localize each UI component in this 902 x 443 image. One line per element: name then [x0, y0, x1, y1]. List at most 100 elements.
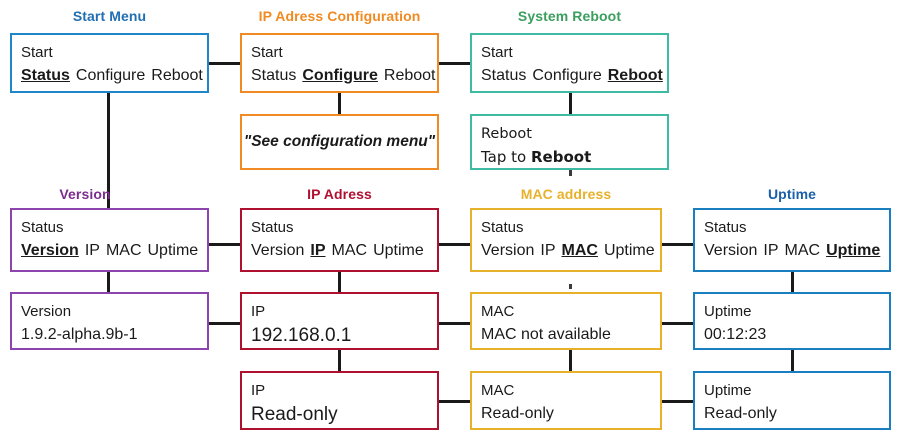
status-item-ip[interactable]: IP	[84, 242, 100, 259]
screen-ip-menu-items[interactable]: Version IP MAC Uptime	[251, 239, 437, 263]
screen-mac-menu-items[interactable]: Version IP MAC Uptime	[481, 239, 660, 263]
screen-ip-config-menu[interactable]: Start Status Configure Reboot	[240, 33, 439, 93]
screen-version-value: Version 1.9.2-alpha.9b-1	[10, 292, 209, 350]
screen-uptime-readonly-header: Uptime	[704, 382, 752, 399]
screen-start-menu[interactable]: Start Status Configure Reboot	[10, 33, 209, 93]
connector-ip-to-mac	[438, 243, 472, 246]
screen-reboot-action[interactable]: Reboot Tap to Reboot	[470, 114, 669, 170]
status-item-ip[interactable]: IP	[763, 242, 779, 259]
status-item-uptime[interactable]: Uptime	[603, 242, 655, 259]
connector-ipconfig-to-reboot	[438, 62, 472, 65]
screen-version-menu-header: Status	[21, 219, 64, 236]
status-item-mac[interactable]: MAC	[331, 242, 368, 259]
status-item-ip-selected[interactable]: IP	[310, 242, 326, 259]
screen-version-menu-items[interactable]: Version IP MAC Uptime	[21, 239, 207, 263]
screen-ip-menu-header: Status	[251, 219, 294, 236]
screen-ip-config-detail: "See configuration menu"	[240, 114, 439, 170]
connector-ipreadonly-to-macreadonly	[438, 400, 472, 403]
screen-ip-config-menu-header: Start	[251, 44, 283, 61]
status-item-uptime[interactable]: Uptime	[373, 242, 424, 259]
status-item-version[interactable]: Version	[481, 242, 535, 259]
connector-version-to-ip	[208, 243, 242, 246]
screen-mac-value-header: MAC	[481, 303, 515, 320]
screen-ip-config-menu-items[interactable]: Status Configure Reboot	[251, 64, 437, 88]
screen-version-value-header: Version	[21, 303, 72, 320]
screen-mac-menu[interactable]: Status Version IP MAC Uptime	[470, 208, 662, 272]
status-item-mac[interactable]: MAC	[105, 242, 142, 259]
connector-version-menu-to-value	[107, 272, 110, 292]
connector-ip-menu-to-value	[338, 272, 341, 292]
screen-start-menu-items[interactable]: Status Configure Reboot	[21, 64, 207, 88]
connector-ipconfig-to-detail	[338, 92, 341, 114]
connector-start-to-version	[107, 92, 110, 210]
screen-uptime-readonly: Uptime Read-only	[693, 371, 891, 430]
connector-reboot-to-action	[569, 92, 572, 114]
screen-ip-value: IP 192.168.0.1	[240, 292, 439, 350]
screen-reboot-action-header: Reboot	[481, 126, 532, 142]
menu-item-configure[interactable]: Configure	[75, 67, 146, 84]
status-item-ip[interactable]: IP	[540, 242, 556, 259]
screen-mac-value: MAC not available	[481, 326, 611, 343]
screen-uptime-value: 00:12:23	[704, 326, 767, 343]
status-item-version[interactable]: Version	[251, 242, 305, 259]
connector-versionvalue-to-ipvalue	[208, 322, 242, 325]
screen-uptime-menu-items[interactable]: Version IP MAC Uptime	[704, 239, 889, 263]
screen-version-value: 1.9.2-alpha.9b-1	[21, 326, 138, 343]
menu-item-configure-selected[interactable]: Configure	[302, 67, 378, 84]
screen-ip-value: 192.168.0.1	[251, 325, 352, 346]
screen-ip-readonly-header: IP	[251, 382, 266, 399]
connector-mac-to-uptime	[661, 243, 693, 246]
status-item-version-selected[interactable]: Version	[21, 242, 79, 259]
status-item-version[interactable]: Version	[704, 242, 758, 259]
screen-mac-readonly: MAC Read-only	[470, 371, 662, 430]
screen-reboot-menu-items[interactable]: Status Configure Reboot	[481, 64, 667, 88]
connector-macvalue-to-readonly	[569, 350, 572, 371]
connector-start-to-ipconfig	[208, 62, 242, 65]
screen-uptime-menu-header: Status	[704, 219, 747, 236]
screen-start-menu-header: Start	[21, 44, 53, 61]
screen-version-menu[interactable]: Status Version IP MAC Uptime	[10, 208, 209, 272]
screen-reboot-action-prompt[interactable]: Tap to Reboot	[481, 145, 667, 169]
reboot-action-word[interactable]: Reboot	[531, 148, 592, 166]
menu-item-status[interactable]: Status	[481, 67, 527, 84]
screen-mac-value: MAC MAC not available	[470, 292, 662, 350]
screen-reboot-menu-header: Start	[481, 44, 513, 61]
connector-ipvalue-to-macvalue	[438, 322, 472, 325]
group-title-ip-address: IP Adress	[307, 186, 372, 202]
group-title-uptime: Uptime	[767, 186, 817, 202]
group-title-system-reboot: System Reboot	[517, 8, 622, 24]
screen-mac-menu-header: Status	[481, 219, 524, 236]
connector-uptimevalue-to-readonly	[791, 350, 794, 371]
screen-uptime-value-header: Uptime	[704, 303, 752, 320]
screen-reboot-menu[interactable]: Start Status Configure Reboot	[470, 33, 669, 93]
connector-macvalue-to-uptimevalue	[661, 322, 693, 325]
connector-ipvalue-to-readonly	[338, 350, 341, 371]
menu-item-configure[interactable]: Configure	[532, 67, 602, 84]
screen-mac-readonly-value: Read-only	[481, 405, 554, 422]
status-item-uptime-selected[interactable]: Uptime	[826, 242, 881, 259]
connector-reboot-action-tail	[569, 170, 572, 176]
screen-ip-menu[interactable]: Status Version IP MAC Uptime	[240, 208, 439, 272]
config-menu-note: "See configuration menu"	[243, 133, 436, 150]
screen-ip-readonly-value: Read-only	[251, 404, 338, 425]
menu-item-reboot-selected[interactable]: Reboot	[607, 67, 663, 84]
connector-uptime-menu-to-value	[791, 272, 794, 292]
group-title-start-menu: Start Menu	[72, 8, 147, 24]
screen-mac-readonly-header: MAC	[481, 382, 515, 399]
group-title-mac-address: MAC address	[520, 186, 612, 202]
screen-uptime-value: Uptime 00:12:23	[693, 292, 891, 350]
menu-item-status[interactable]: Status	[251, 67, 297, 84]
status-item-mac[interactable]: MAC	[784, 242, 821, 259]
group-title-version: Version	[59, 186, 111, 202]
status-item-uptime[interactable]: Uptime	[147, 242, 199, 259]
connector-mac-menu-to-value	[569, 284, 572, 289]
menu-item-reboot[interactable]: Reboot	[151, 67, 203, 84]
screen-uptime-menu[interactable]: Status Version IP MAC Uptime	[693, 208, 891, 272]
menu-item-status-selected[interactable]: Status	[21, 67, 70, 84]
menu-item-reboot[interactable]: Reboot	[383, 67, 436, 84]
screen-ip-value-header: IP	[251, 303, 266, 320]
screen-uptime-readonly-value: Read-only	[704, 405, 777, 422]
reboot-prompt-prefix: Tap to	[481, 148, 531, 166]
status-item-mac-selected[interactable]: MAC	[561, 242, 598, 259]
